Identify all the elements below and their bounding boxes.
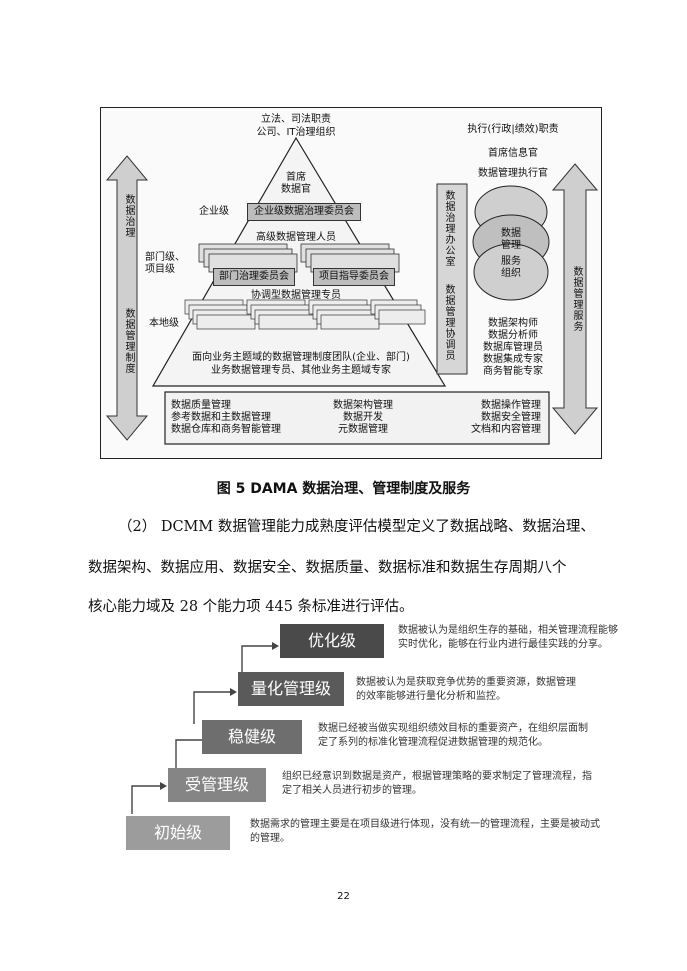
- role-item: 商务智能专家: [483, 366, 543, 377]
- bottom-col2-item: 数据开发: [343, 412, 383, 423]
- level-quantitative: 量化管理级: [238, 672, 344, 706]
- left-arrow-bottom-label: 数据管理制度: [123, 308, 134, 374]
- figure-caption: 图 5 DAMA 数据治理、管理制度及服务: [216, 481, 471, 497]
- coord-stewards-label: 协调型数据管理专员: [251, 290, 341, 301]
- level-desc: 数据需求的管理主要是在项目级进行体现，没有统一的管理流程，主要是被动式的管理。: [250, 819, 600, 844]
- maturity-staircase: 优化级 数据被认为是组织生存的基础，相关管理流程能够实时优化，能够在行业内进行最…: [120, 620, 618, 856]
- bottom-col2-item: 元数据管理: [338, 424, 388, 435]
- cdo-label-1: 首席: [286, 172, 306, 183]
- base-label-1: 面向业务主题域的数据管理制度团队(企业、部门): [192, 352, 410, 363]
- top-label-1: 立法、司法职责: [261, 114, 331, 125]
- bottom-col3-item: 文档和内容管理: [471, 424, 541, 435]
- level-initial: 初始级: [126, 816, 230, 850]
- dept-stack-left: [198, 243, 298, 273]
- left-double-arrow: [105, 155, 149, 441]
- paragraph-line-1: （2） DCMM 数据管理能力成熟度评估模型定义了数据战略、数据治理、: [118, 519, 595, 535]
- level-desc: 数据被认为是组织生存的基础，相关管理流程能够实时优化，能够在行业内进行最佳实践的…: [398, 625, 618, 650]
- exec-label-2: 首席信息官: [488, 148, 538, 159]
- circle-label-1a: 数据: [501, 228, 521, 239]
- bottom-col1-item: 数据仓库和商务智能管理: [171, 424, 281, 435]
- level-desc: 数据被认为是获取竞争优势的重要资源，数据管理的效率能够进行量化分析和监控。: [356, 677, 576, 702]
- level-label: 优化级: [307, 631, 356, 650]
- right-arrow-label: 数据管理服务: [571, 266, 582, 332]
- bottom-col1-item: 数据质量管理: [171, 400, 231, 411]
- bottom-box: [164, 391, 550, 445]
- circle-label-1b: 管理: [501, 240, 521, 251]
- dama-figure: 立法、司法职责 公司、IT治理组织 首席 数据官 企业级 企业级数据治理委员会 …: [100, 107, 602, 459]
- circle-bottom: [473, 243, 549, 301]
- local-level-label: 本地级: [149, 318, 179, 329]
- dept-stack-right: [300, 243, 400, 273]
- base-label-2: 业务数据管理专员、其他业务主题域专家: [211, 365, 391, 376]
- bottom-col3-item: 数据安全管理: [481, 412, 541, 423]
- role-item: 数据库管理员: [483, 342, 543, 353]
- paragraph-line-2: 数据架构、数据应用、数据安全、数据质量、数据标准和数据生存周期八个: [88, 560, 567, 576]
- level-label: 稳健级: [227, 727, 276, 746]
- exec-label-1: 执行(行政|绩效)职责: [467, 124, 559, 135]
- bottom-col2-item: 数据架构管理: [333, 400, 393, 411]
- level-desc: 组织已经意识到数据是资产，根据管理策略的要求制定了管理流程，指定了相关人员进行初…: [282, 771, 592, 796]
- bottom-col1-item: 参考数据和主数据管理: [171, 412, 271, 423]
- project-committee: 项目指导委员会: [313, 268, 395, 286]
- senior-stewards-label: 高级数据管理人员: [256, 232, 336, 243]
- role-item: 数据集成专家: [483, 354, 543, 365]
- dept-committee: 部门治理委员会: [213, 268, 295, 286]
- level-managed: 受管理级: [168, 768, 266, 802]
- office-label-2: 数据管理协调员: [443, 284, 454, 361]
- level-desc: 数据已经被当做实现组织绩效目标的重要资产，在组织层面制定了系列的标准化管理流程促…: [318, 723, 588, 748]
- dama-figure-drawing: [105, 136, 599, 445]
- enterprise-level-label: 企业级: [199, 206, 229, 217]
- level-robust: 稳健级: [202, 720, 302, 754]
- top-label-2: 公司、IT治理组织: [256, 127, 336, 138]
- level-optimized: 优化级: [280, 624, 384, 658]
- left-arrow-top-label: 数据治理: [123, 194, 134, 238]
- dept-level-label-1: 部门级、: [145, 252, 185, 263]
- circle-label-2a: 服务: [501, 256, 521, 267]
- local-stacks: [184, 299, 426, 330]
- level-label: 初始级: [153, 823, 202, 842]
- bottom-col3-item: 数据操作管理: [481, 400, 541, 411]
- dept-level-label-2: 项目级: [145, 264, 175, 275]
- role-item: 数据分析师: [488, 330, 538, 341]
- exec-label-3: 数据管理执行官: [478, 168, 548, 179]
- level-label: 量化管理级: [250, 679, 331, 698]
- office-box: [436, 183, 468, 375]
- page-number: 22: [337, 891, 350, 902]
- right-double-arrow: [551, 163, 599, 435]
- paragraph-line-3: 核心能力域及 28 个能力项 445 条标准进行评估。: [88, 599, 414, 615]
- enterprise-committee: 企业级数据治理委员会: [247, 203, 361, 221]
- office-label-1: 数据治理办公室: [443, 190, 454, 267]
- cdo-label-2: 数据官: [281, 184, 311, 195]
- circle-label-2b: 组织: [501, 268, 521, 279]
- role-item: 数据架构师: [488, 318, 538, 329]
- level-label: 受管理级: [184, 775, 249, 794]
